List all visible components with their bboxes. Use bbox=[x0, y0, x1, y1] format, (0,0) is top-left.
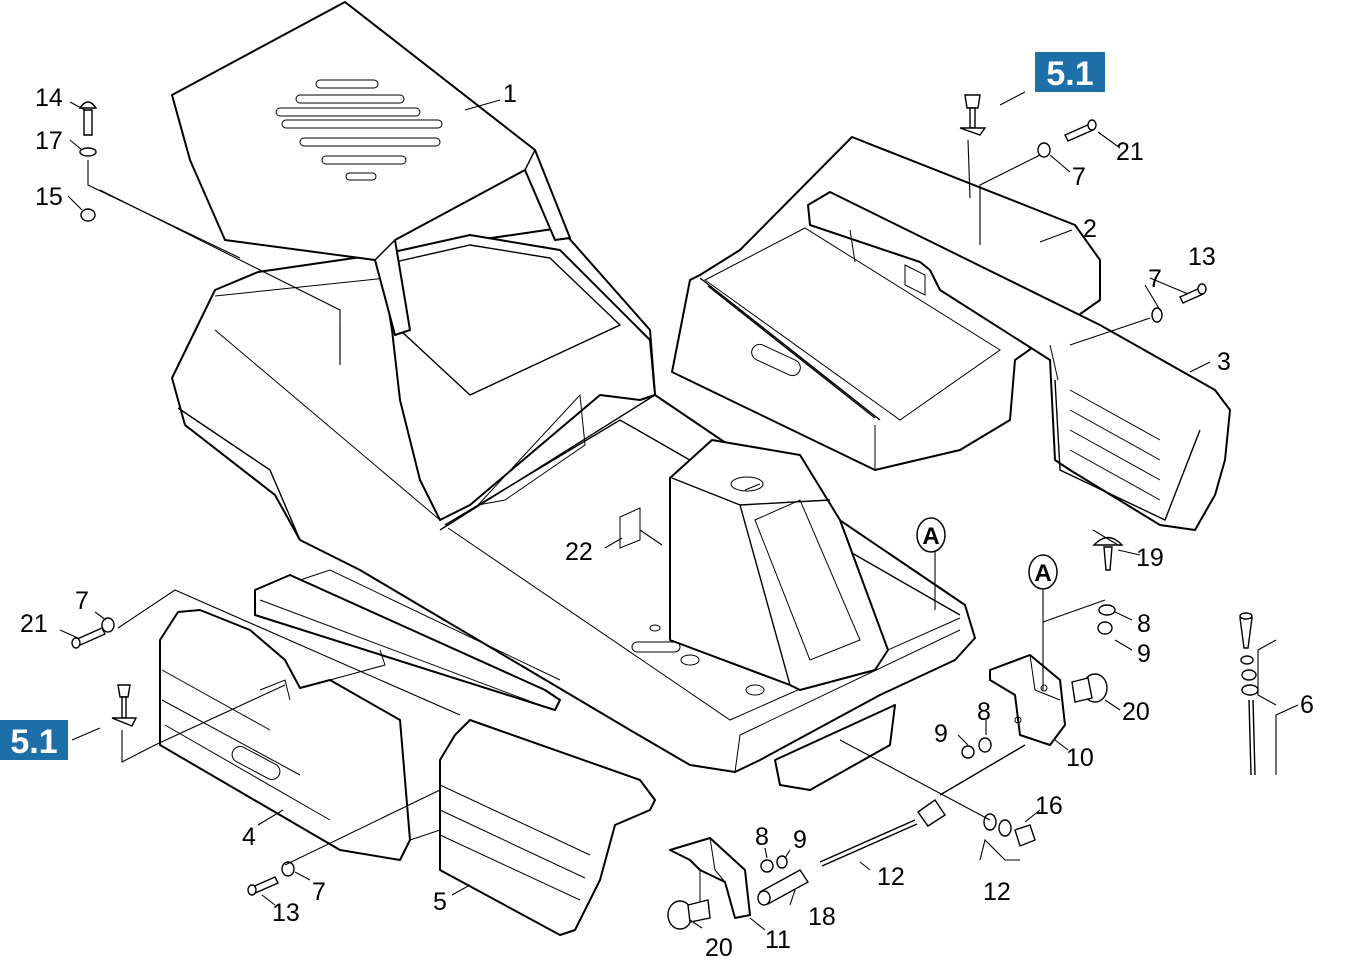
section-badge-text: 5.1 bbox=[10, 723, 57, 761]
callout-12: 12 bbox=[983, 878, 1011, 906]
callout-8: 8 bbox=[755, 823, 769, 851]
callout-20: 20 bbox=[1122, 698, 1150, 726]
callout-7: 7 bbox=[312, 878, 326, 906]
callout-12: 12 bbox=[877, 863, 905, 891]
callout-2: 2 bbox=[1083, 215, 1097, 243]
callout-19: 19 bbox=[1136, 544, 1164, 572]
callout-21: 21 bbox=[20, 610, 48, 638]
callout-22: 22 bbox=[565, 538, 593, 566]
callout-14: 14 bbox=[35, 84, 63, 112]
reference-marker-a-right: A bbox=[1028, 554, 1058, 590]
callout-5: 5 bbox=[433, 888, 447, 916]
reference-marker-text: A bbox=[922, 523, 939, 550]
part-6-adjuster-rod bbox=[1239, 612, 1259, 776]
callout-20: 20 bbox=[705, 934, 733, 962]
callout-9: 9 bbox=[934, 720, 948, 748]
callout-8: 8 bbox=[1137, 610, 1151, 638]
callout-8: 8 bbox=[977, 698, 991, 726]
callout-15: 15 bbox=[35, 183, 63, 211]
section-badge-text: 5.1 bbox=[1046, 55, 1093, 93]
part-20-knob-upper bbox=[1071, 673, 1108, 703]
reference-marker-a-center: A bbox=[916, 517, 946, 553]
part-1-lid bbox=[171, 1, 571, 336]
callout-16: 16 bbox=[1035, 792, 1063, 820]
callout-11: 11 bbox=[765, 926, 791, 954]
leader-lines bbox=[59, 91, 1299, 931]
callout-3: 3 bbox=[1217, 348, 1231, 376]
section-badge-top: 5.1 bbox=[1035, 52, 1105, 93]
part-5-left-rear-fender bbox=[409, 719, 656, 936]
callout-10: 10 bbox=[1066, 744, 1094, 772]
section-badge-left: 5.1 bbox=[0, 720, 68, 761]
callout-labels: 1 2 3 4 5 6 7 7 7 7 8 8 8 9 9 9 10 11 12… bbox=[20, 80, 1314, 962]
callout-7: 7 bbox=[1072, 163, 1086, 191]
part-11-bracket bbox=[669, 837, 751, 919]
part-18-sleeve bbox=[757, 869, 810, 906]
part-10-bracket bbox=[989, 654, 1066, 746]
lid-vent-slots bbox=[275, 79, 443, 181]
callout-4: 4 bbox=[242, 823, 256, 851]
part-22-label-sticker bbox=[619, 507, 641, 549]
part-3-right-rear-fender bbox=[807, 191, 1231, 531]
callout-1: 1 bbox=[503, 80, 517, 108]
part-20-knob-lower bbox=[667, 899, 711, 930]
callout-7: 7 bbox=[1148, 265, 1162, 293]
part-2-right-side-panel bbox=[671, 136, 1101, 471]
callout-13: 13 bbox=[1188, 243, 1216, 271]
callout-9: 9 bbox=[1137, 640, 1151, 668]
callout-9: 9 bbox=[793, 826, 807, 854]
callout-7: 7 bbox=[75, 587, 89, 615]
small-hardware bbox=[71, 94, 1207, 896]
left-side-rail bbox=[254, 569, 561, 711]
callout-21: 21 bbox=[1116, 138, 1144, 166]
reference-marker-text: A bbox=[1034, 560, 1051, 587]
callout-17: 17 bbox=[35, 127, 63, 155]
callout-13: 13 bbox=[272, 899, 300, 927]
callout-6: 6 bbox=[1300, 691, 1314, 719]
callout-18: 18 bbox=[808, 903, 836, 931]
center-console bbox=[669, 439, 889, 691]
part-12-rod bbox=[819, 744, 1026, 867]
